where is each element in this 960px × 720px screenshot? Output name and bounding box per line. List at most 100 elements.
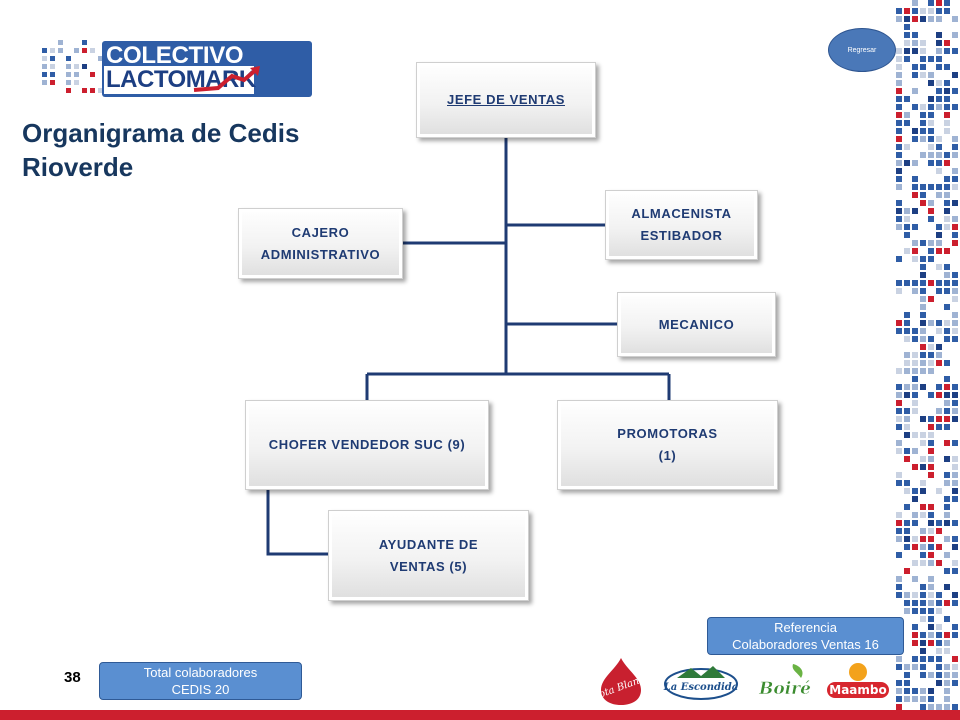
pixel-square (920, 328, 926, 334)
pixel-square (896, 168, 902, 174)
pixel-square (952, 704, 958, 710)
pixel-square (944, 616, 950, 622)
org-box-assistant-label: AYUDANTE DE VENTAS (5) (378, 536, 479, 574)
pixel-square (920, 384, 926, 390)
pixel-square (920, 344, 926, 350)
pixel-square (936, 96, 942, 102)
pixel-square (936, 608, 942, 614)
page-number: 38 (64, 669, 81, 686)
pixel-square (928, 0, 934, 6)
pixel-square (920, 272, 926, 278)
pixel-square (912, 632, 918, 638)
pixel-square (952, 664, 958, 670)
pixel-square (920, 320, 926, 326)
pixel-square (952, 72, 958, 78)
pixel-square (98, 88, 103, 93)
pixel-square (936, 144, 942, 150)
pixel-square (928, 72, 934, 78)
pixel-square (928, 456, 934, 462)
pixel-square (944, 64, 950, 70)
pixel-square (936, 592, 942, 598)
pixel-square (904, 696, 910, 702)
pixel-square (928, 360, 934, 366)
pixel-square (952, 568, 958, 574)
pixel-square (952, 632, 958, 638)
pixel-square (952, 200, 958, 206)
pixel-square (896, 208, 902, 214)
pixel-square (952, 328, 958, 334)
pixel-square (944, 336, 950, 342)
pixel-square (944, 264, 950, 270)
pixel-square (944, 208, 950, 214)
pixel-square (896, 416, 902, 422)
pixel-square (920, 16, 926, 22)
pixel-square (944, 176, 950, 182)
pixel-square (944, 520, 950, 526)
pixel-square (936, 488, 942, 494)
pixel-square (920, 704, 926, 710)
pixel-square (896, 104, 902, 110)
pixel-square (944, 88, 950, 94)
pixel-square (928, 280, 934, 286)
pixel-square (912, 16, 918, 22)
pixel-square (920, 616, 926, 622)
pixel-square (952, 32, 958, 38)
pixel-square (920, 480, 926, 486)
pixel-square (920, 584, 926, 590)
pixel-square (944, 8, 950, 14)
pixel-square (904, 568, 910, 574)
pixel-square (920, 64, 926, 70)
pixel-square (928, 80, 934, 86)
pixel-square (896, 664, 902, 670)
pixel-square (90, 88, 95, 93)
pixel-square (928, 152, 934, 158)
pixel-square (920, 512, 926, 518)
pixel-square (944, 704, 950, 710)
pixel-square (928, 600, 934, 606)
pixel-square (904, 352, 910, 358)
pixel-square (912, 536, 918, 542)
pixel-square (904, 320, 910, 326)
pixel-square (904, 32, 910, 38)
pixel-square (912, 72, 918, 78)
pixel-square (944, 648, 950, 654)
pixel-square (944, 120, 950, 126)
pixel-square (82, 64, 87, 69)
pixel-square (912, 176, 918, 182)
pixel-square (98, 56, 103, 61)
brand-logo-gota-blanca: Gota Blanca (597, 656, 645, 706)
pixel-square (944, 424, 950, 430)
pixel-square (936, 192, 942, 198)
pixel-square (912, 608, 918, 614)
pixel-square (904, 336, 910, 342)
pixel-square (920, 8, 926, 14)
pixel-square (936, 16, 942, 22)
pixel-square (936, 248, 942, 254)
pixel-square (912, 328, 918, 334)
pixel-square (904, 8, 910, 14)
pixel-square (912, 280, 918, 286)
pixel-square (944, 632, 950, 638)
pixel-square (920, 544, 926, 550)
pixel-square (74, 48, 79, 53)
pixel-square (904, 688, 910, 694)
pixel-square (944, 360, 950, 366)
regresar-button[interactable]: Regresar (828, 28, 896, 72)
pixel-square (896, 64, 902, 70)
pixel-square (936, 80, 942, 86)
pixel-square (936, 320, 942, 326)
pixel-square (936, 648, 942, 654)
pixel-square (952, 680, 958, 686)
pixel-square (42, 56, 47, 61)
pixel-square (896, 520, 902, 526)
pixel-square (928, 640, 934, 646)
pixel-square (952, 456, 958, 462)
org-box-warehouse: ALMACENISTA ESTIBADOR (605, 190, 758, 260)
pixel-square (944, 680, 950, 686)
pixel-square (920, 192, 926, 198)
pixel-square (936, 152, 942, 158)
pixel-square (944, 192, 950, 198)
pixel-square (936, 632, 942, 638)
pixel-square (896, 176, 902, 182)
pixel-square (920, 112, 926, 118)
